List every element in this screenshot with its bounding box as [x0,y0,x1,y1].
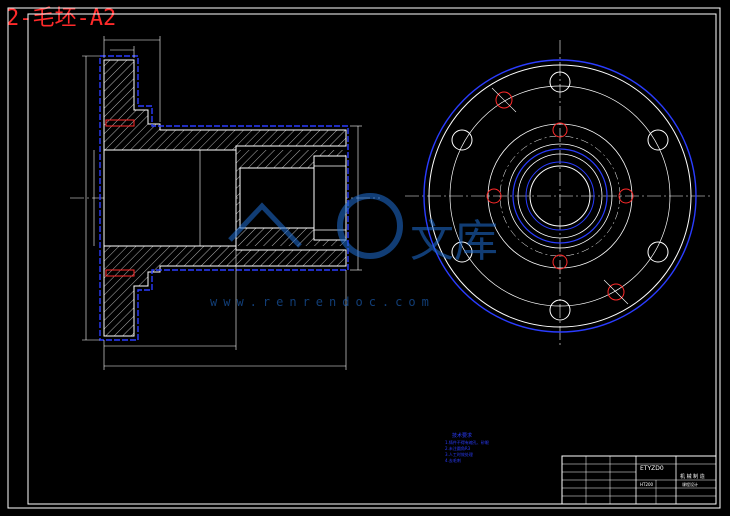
notes-heading: 技术要求 [452,432,472,439]
notes-line: 1.铸件不得有缩孔、砂眼 [445,439,489,445]
flange-lower [103,245,347,337]
drawing-title: 2-毛坯-A2 [6,6,117,31]
title-block: ETYZD0 机 械 制 造 课程设计 HT200 [561,455,717,505]
flange-upper [103,59,347,151]
watermark-site: www.renrendoc.com [210,295,435,309]
inner-frame [27,13,717,505]
bore [103,149,237,247]
front-view [405,40,710,346]
title-block-material: HT200 [640,482,654,487]
watermark: 文库 www.renrendoc.com [210,193,498,309]
title-block-code: ETYZD0 [640,465,664,472]
notes-line: 4.去毛刺 [445,457,461,463]
section-view [70,36,380,370]
tech-notes: 技术要求 1.铸件不得有缩孔、砂眼 2.未注圆角R3 3.人工时效处理 4.去毛… [445,432,489,463]
notes-line: 3.人工时效处理 [445,451,473,457]
outer-frame [7,7,721,509]
title-block-name: 机 械 制 造 [680,473,705,480]
blank-outline [99,55,349,341]
watermark-brand: 文库 [410,216,498,267]
notes-line: 2.未注圆角R3 [445,445,471,451]
title-block-subtitle: 课程设计 [682,481,698,487]
